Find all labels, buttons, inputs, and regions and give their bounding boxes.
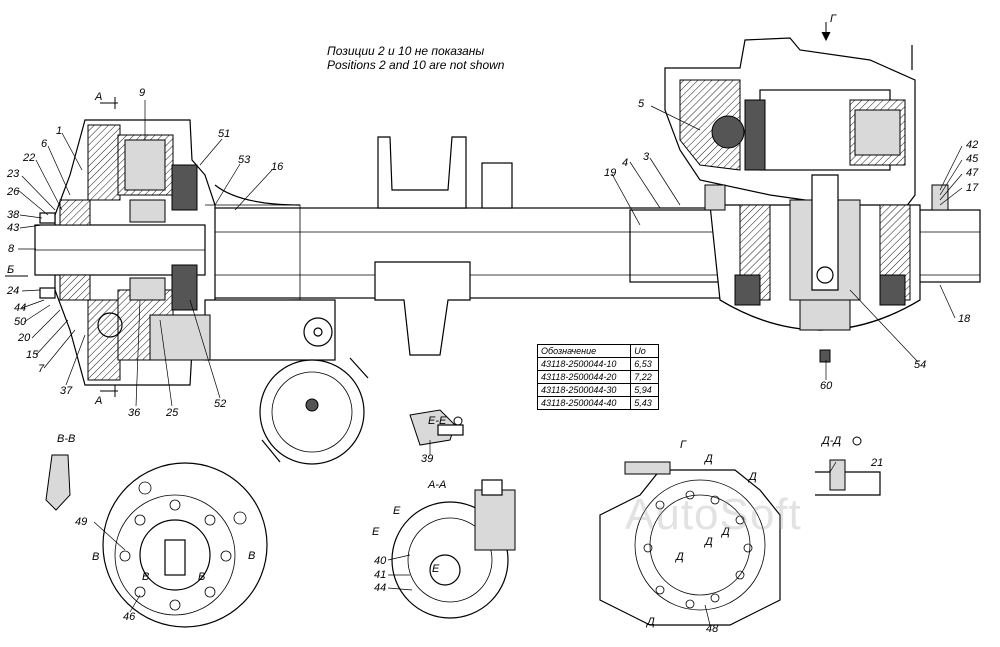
callout-40: 40: [374, 555, 387, 567]
callout-6: 6: [41, 138, 48, 150]
callout-53: 53: [238, 154, 251, 166]
view-labels: А А Б Г Е-Е В-В А-А Д-Д Г В В В В Е Е Е …: [7, 13, 841, 628]
spring-brackets: [374, 136, 513, 356]
view-title-dd: Д-Д: [820, 435, 841, 447]
callout-8: 8: [8, 243, 15, 255]
callout-49: 49: [75, 516, 87, 528]
callout-19: 19: [604, 167, 616, 179]
callout-38: 38: [7, 209, 20, 221]
view-label-e2: Е: [372, 526, 380, 538]
view-g: [599, 461, 781, 626]
view-label-d1: Д: [703, 453, 713, 465]
view-label-d5: Д: [674, 551, 684, 563]
callout-15: 15: [26, 349, 39, 361]
view-label-a-top: А: [94, 91, 102, 103]
callout-labels: 9 1 6 22 23 26 38 43 8 24 44 50 20 15 7 …: [6, 87, 979, 635]
table-header-designation: Обозначение: [536, 344, 632, 358]
view-label-b: Б: [7, 264, 14, 276]
gear-ratio-table: Обозначение Uо 43118-2500044-10 6,53 431…: [536, 344, 659, 410]
callout-37: 37: [60, 385, 73, 397]
note-line-en: Positions 2 and 10 are not shown: [327, 58, 505, 72]
view-label-v1: В: [92, 551, 99, 563]
callout-47: 47: [966, 167, 979, 179]
view-label-d2: Д: [747, 471, 757, 483]
callout-1: 1: [56, 125, 62, 137]
table-cell-designation: 43118-2500044-40: [536, 396, 632, 410]
callout-44: 44: [14, 302, 26, 314]
view-title-vv: В-В: [57, 433, 75, 445]
view-title-aa: А-А: [427, 479, 446, 491]
callout-42: 42: [966, 139, 978, 151]
view-label-a-bottom: А: [94, 395, 102, 407]
callout-46: 46: [123, 611, 136, 623]
view-label-g: Г: [680, 439, 687, 451]
table-cell-designation: 43118-2500044-10: [536, 357, 632, 371]
note-line-ru: Позиции 2 и 10 не показаны: [327, 44, 485, 58]
omitted-positions-note: Позиции 2 и 10 не показаны Positions 2 a…: [327, 44, 504, 72]
callout-50: 50: [14, 316, 27, 328]
wheel-hub-section: [34, 119, 336, 386]
callout-44-aa: 44: [374, 582, 386, 594]
view-label-g-top: Г: [830, 13, 837, 25]
callout-41: 41: [374, 569, 386, 581]
main-gear-section: [664, 37, 949, 363]
table-cell-ratio: 5,94: [630, 383, 659, 397]
table-row: 43118-2500044-40 5,43: [536, 396, 659, 410]
view-dd: [815, 459, 881, 496]
callout-25: 25: [165, 407, 179, 419]
callout-3: 3: [643, 151, 650, 163]
callout-36: 36: [128, 407, 141, 419]
callout-7: 7: [38, 363, 45, 375]
view-label-e3: Е: [432, 563, 440, 575]
callout-51: 51: [218, 128, 230, 140]
callout-22: 22: [22, 152, 35, 164]
view-label-d4: Д: [720, 526, 730, 538]
callout-4: 4: [622, 157, 628, 169]
table-cell-designation: 43118-2500044-20: [536, 370, 632, 384]
view-ee: [409, 409, 464, 446]
callout-18: 18: [958, 313, 971, 325]
table-row: 43118-2500044-20 7,22: [536, 370, 659, 384]
callout-54: 54: [914, 359, 926, 371]
table-header-ratio: Uо: [630, 344, 659, 358]
callout-45: 45: [966, 153, 979, 165]
callout-43: 43: [7, 222, 20, 234]
table-cell-ratio: 7,22: [630, 370, 659, 384]
table-cell-ratio: 6,53: [630, 357, 659, 371]
table-row: 43118-2500044-30 5,94: [536, 383, 659, 397]
callout-23: 23: [6, 168, 20, 180]
view-label-v3: В: [142, 571, 149, 583]
brake-chamber: [259, 357, 369, 465]
leader-lines: [17, 100, 963, 626]
view-title-ee: Е-Е: [428, 415, 447, 427]
watermark: AutoSoft: [625, 490, 802, 539]
callout-52: 52: [214, 398, 226, 410]
table-row: 43118-2500044-10 6,53: [536, 357, 659, 371]
view-label-d6: Д: [645, 616, 655, 628]
section-markers: [5, 22, 862, 446]
callout-48: 48: [706, 623, 719, 635]
callout-21: 21: [870, 457, 883, 469]
table-cell-ratio: 5,43: [630, 396, 659, 410]
callout-16: 16: [271, 161, 284, 173]
callout-24: 24: [6, 285, 19, 297]
view-label-v4: В: [198, 571, 205, 583]
callout-60: 60: [820, 380, 833, 392]
callout-9: 9: [139, 87, 145, 99]
table-cell-designation: 43118-2500044-30: [536, 383, 632, 397]
view-aa: [391, 479, 516, 619]
callout-39: 39: [421, 453, 433, 465]
callout-17: 17: [966, 182, 979, 194]
view-vv: [45, 454, 268, 628]
view-label-d3: Д: [703, 536, 713, 548]
callout-26: 26: [6, 186, 20, 198]
callout-5: 5: [638, 98, 645, 110]
view-label-v2: В: [248, 550, 255, 562]
callout-20: 20: [17, 332, 31, 344]
view-label-e1: Е: [393, 505, 401, 517]
